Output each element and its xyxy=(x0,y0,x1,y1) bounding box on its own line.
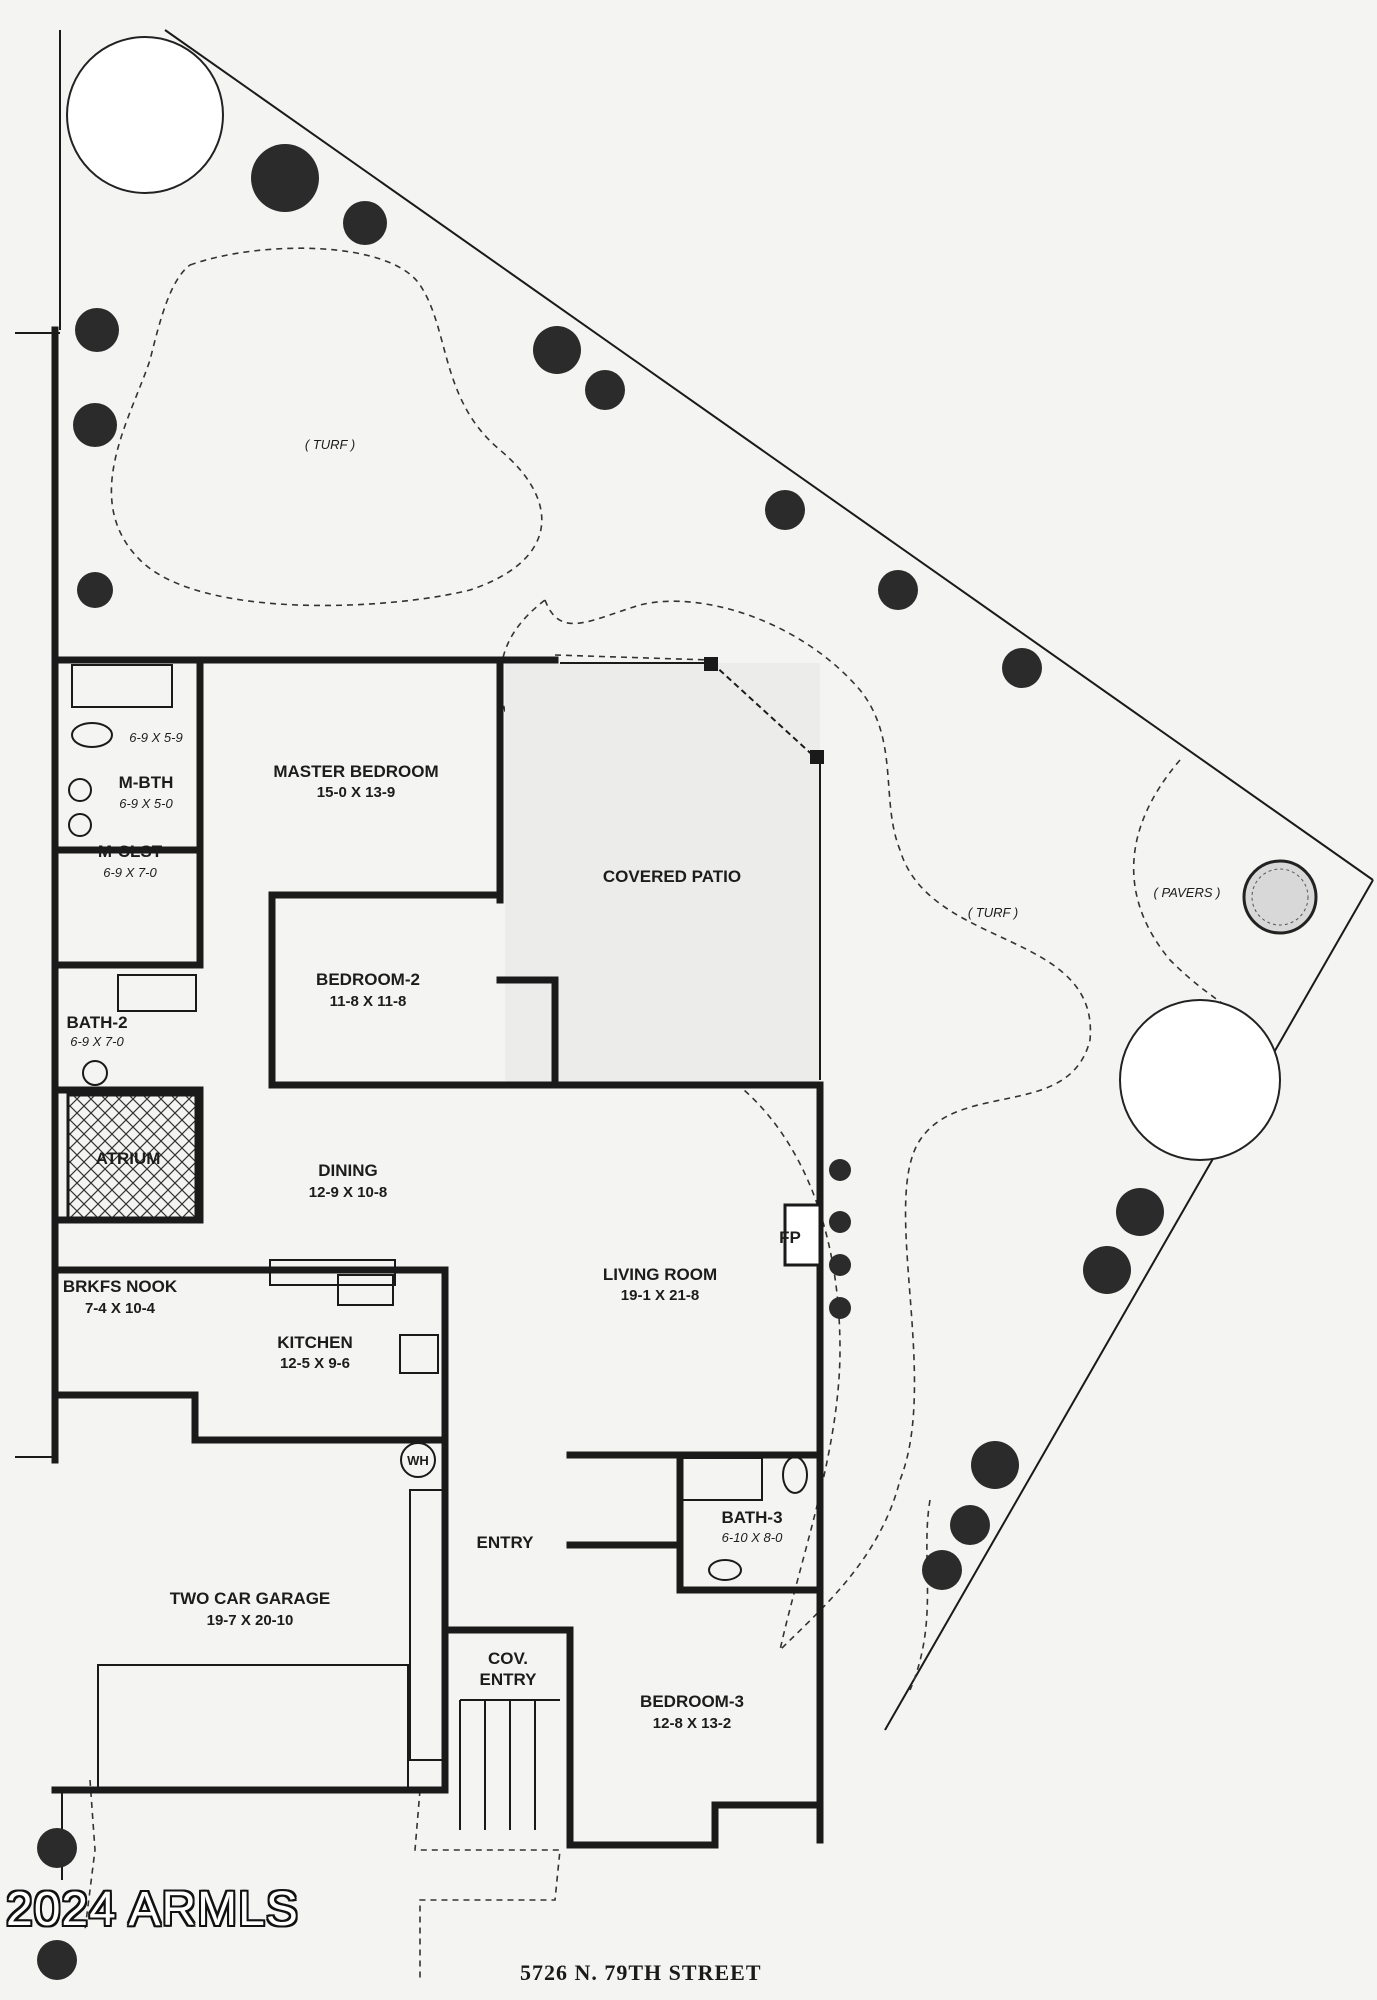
garage-dim: 19-7 X 20-10 xyxy=(207,1612,294,1629)
living-room-dim: 19-1 X 21-8 xyxy=(621,1287,699,1304)
master-bedroom-dim: 15-0 X 13-9 xyxy=(317,784,395,801)
garage-label: TWO CAR GARAGE xyxy=(170,1589,331,1608)
covered-patio-label: COVERED PATIO xyxy=(603,867,741,886)
covered-entry-label-1: COV. xyxy=(488,1649,528,1668)
fixtures xyxy=(68,664,822,1830)
street-address: 5726 N. 79TH STREET xyxy=(520,1960,762,1985)
bath-2-label: BATH-2 xyxy=(66,1013,127,1032)
dining-label: DINING xyxy=(318,1161,378,1180)
entry-label: ENTRY xyxy=(477,1533,535,1552)
bedroom-2-dim: 11-8 X 11-8 xyxy=(330,993,407,1010)
breakfast-nook-dim: 7-4 X 10-4 xyxy=(85,1300,156,1317)
room-labels: ( TURF ) ( TURF ) ( PAVERS ) MASTER BEDR… xyxy=(63,437,1221,1732)
turf-east-label: ( TURF ) xyxy=(968,905,1018,920)
kitchen-label: KITCHEN xyxy=(277,1333,353,1352)
dining-dim: 12-9 X 10-8 xyxy=(309,1184,387,1201)
master-closet-dim: 6-9 X 7-0 xyxy=(103,865,157,880)
covered-entry-label-2: ENTRY xyxy=(480,1670,538,1689)
turf-north-label: ( TURF ) xyxy=(305,437,355,452)
fireplace-label: FP xyxy=(779,1228,801,1247)
trees xyxy=(66,36,1281,1161)
master-closet-label: M-CLST xyxy=(98,842,163,861)
pavers-label: ( PAVERS ) xyxy=(1154,885,1221,900)
bath-3-label: BATH-3 xyxy=(721,1508,782,1527)
bath-2-dim: 6-9 X 7-0 xyxy=(70,1034,124,1049)
living-room-label: LIVING ROOM xyxy=(603,1265,717,1284)
atrium-label: ATRIUM xyxy=(96,1149,161,1168)
master-bath-dim: 6-9 X 5-0 xyxy=(119,796,173,811)
master-tub-dim: 6-9 X 5-9 xyxy=(129,730,182,745)
building-walls xyxy=(51,656,824,1849)
master-bath-label: M-BTH xyxy=(119,773,174,792)
bath-3-dim: 6-10 X 8-0 xyxy=(722,1530,783,1545)
pavers-circle xyxy=(1242,859,1318,935)
water-heater-label: WH xyxy=(407,1453,429,1468)
master-bedroom-label: MASTER BEDROOM xyxy=(273,762,438,781)
atrium-hatch xyxy=(66,1093,198,1222)
bedroom-2-label: BEDROOM-2 xyxy=(316,970,420,989)
breakfast-nook-label: BRKFS NOOK xyxy=(63,1277,178,1296)
watermark: 2024 ARMLS xyxy=(6,1883,299,1936)
shrubs xyxy=(37,144,1164,1980)
bedroom-3-dim: 12-8 X 13-2 xyxy=(653,1715,731,1732)
bedroom-3-label: BEDROOM-3 xyxy=(640,1692,744,1711)
kitchen-dim: 12-5 X 9-6 xyxy=(280,1355,350,1372)
